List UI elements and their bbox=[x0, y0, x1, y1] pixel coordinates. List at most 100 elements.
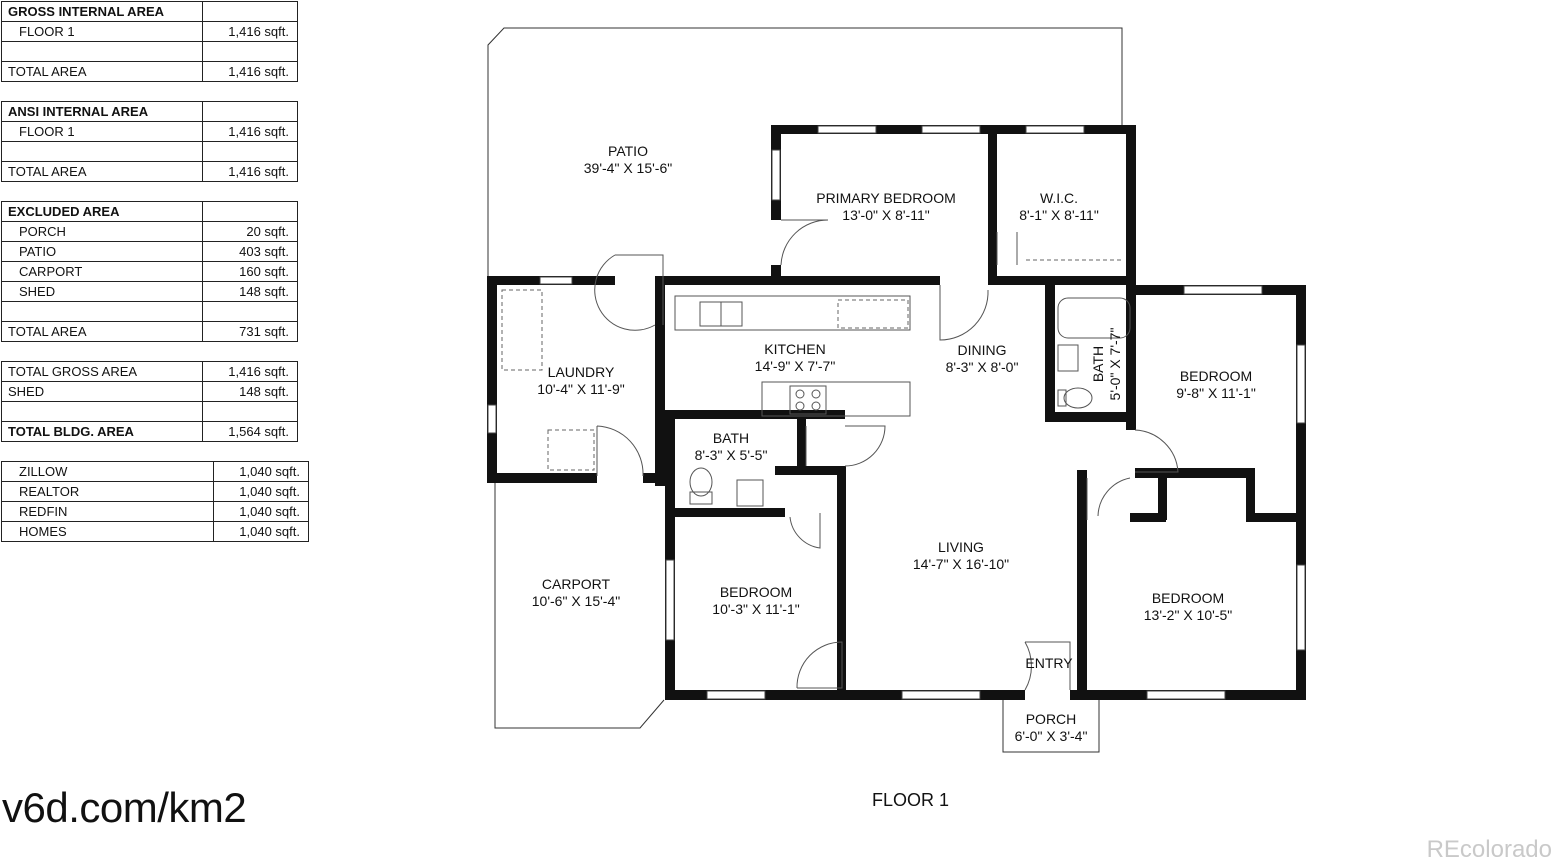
table-header: ANSI INTERNAL AREA bbox=[1, 101, 203, 122]
wall bbox=[487, 276, 497, 480]
table-cell-value: 160 sqft. bbox=[202, 261, 298, 282]
room-label-wic: W.I.C. bbox=[1040, 190, 1078, 206]
wall bbox=[1126, 285, 1136, 430]
door-swing bbox=[1086, 477, 1131, 520]
washer-dryer bbox=[547, 429, 595, 471]
patio-outline bbox=[487, 27, 1123, 278]
room-dims-primary-bedroom: 13'-0" X 8'-11" bbox=[842, 207, 929, 223]
window bbox=[1296, 344, 1306, 424]
room-dims-wic: 8'-1" X 8'-11" bbox=[1019, 207, 1099, 223]
table-cell-label: TOTAL AREA bbox=[1, 161, 203, 182]
room-labels: PATIO 39'-4" X 15'-6" PRIMARY BEDROOM 13… bbox=[532, 143, 1256, 744]
wall bbox=[1045, 285, 1055, 420]
table-cell-value: 1,416 sqft. bbox=[202, 61, 298, 82]
carport-outline bbox=[494, 480, 665, 729]
table-cell-label: TOTAL BLDG. AREA bbox=[1, 421, 203, 442]
table-cell-label: SHED bbox=[1, 381, 203, 402]
stove bbox=[789, 385, 827, 415]
room-dims-dining: 8'-3" X 8'-0" bbox=[946, 359, 1019, 375]
door-swing bbox=[996, 232, 1018, 265]
table-cell-value: 1,416 sqft. bbox=[202, 361, 298, 382]
laundry-cabinet bbox=[501, 289, 543, 371]
wall bbox=[665, 410, 675, 700]
wall bbox=[1246, 513, 1304, 522]
door-swing bbox=[805, 425, 886, 467]
wall bbox=[1135, 468, 1255, 478]
short-url: v6d.com/km2 bbox=[2, 784, 247, 831]
bath-sink bbox=[736, 479, 764, 507]
room-label-bedroom-center: BEDROOM bbox=[720, 584, 792, 600]
room-dims-laundry: 10'-4" X 11'-9" bbox=[537, 381, 624, 397]
window bbox=[1183, 285, 1263, 295]
table-cell-value: 1,564 sqft. bbox=[202, 421, 298, 442]
wall bbox=[1077, 470, 1087, 698]
table-cell-label: TOTAL AREA bbox=[1, 61, 203, 82]
wall bbox=[797, 419, 806, 474]
wall bbox=[643, 473, 665, 483]
window bbox=[487, 404, 497, 434]
wall bbox=[837, 466, 846, 698]
wall bbox=[487, 473, 597, 483]
window bbox=[1146, 690, 1226, 700]
wall-south bbox=[665, 690, 1025, 700]
room-dims-bath-east: 5'-0" X 7'-7" bbox=[1107, 328, 1123, 401]
door-swing bbox=[789, 513, 821, 549]
window bbox=[817, 125, 877, 134]
wall bbox=[988, 276, 1128, 285]
room-label-patio: PATIO bbox=[608, 143, 648, 159]
wall-east bbox=[1296, 285, 1306, 700]
room-label-bath-center: BATH bbox=[713, 430, 749, 446]
room-label-laundry: LAUNDRY bbox=[548, 364, 615, 380]
toilet bbox=[689, 467, 713, 497]
table-cell-value: 1,416 sqft. bbox=[202, 121, 298, 142]
room-label-carport: CARPORT bbox=[542, 576, 611, 592]
room-label-kitchen: KITCHEN bbox=[764, 341, 825, 357]
room-label-porch: PORCH bbox=[1026, 711, 1077, 727]
window bbox=[706, 690, 766, 700]
room-dims-porch: 6'-0" X 3'-4" bbox=[1015, 728, 1088, 744]
windows bbox=[487, 125, 1306, 700]
kitchen-island bbox=[761, 381, 911, 417]
table-cell-value: 731 sqft. bbox=[202, 321, 298, 342]
room-label-bedroom-east: BEDROOM bbox=[1180, 368, 1252, 384]
bathtub bbox=[1057, 297, 1131, 339]
table-cell-value: 1,040 sqft. bbox=[213, 521, 309, 542]
wall bbox=[655, 276, 940, 285]
toilet bbox=[1063, 387, 1093, 409]
appliance bbox=[837, 299, 909, 329]
wall bbox=[775, 466, 845, 475]
room-label-bath-east: BATH bbox=[1090, 346, 1106, 382]
room-dims-bedroom-east: 9'-8" X 11'-1" bbox=[1176, 385, 1256, 401]
kitchen-counter bbox=[674, 295, 911, 331]
room-label-primary-bedroom: PRIMARY BEDROOM bbox=[816, 190, 956, 206]
wall bbox=[988, 134, 997, 284]
table-cell-value: 403 sqft. bbox=[202, 241, 298, 262]
room-dims-living: 14'-7" X 16'-10" bbox=[913, 556, 1009, 572]
watermark: REcolorado bbox=[1426, 836, 1552, 863]
room-dims-bedroom-center: 10'-3" X 11'-1" bbox=[712, 601, 799, 617]
table-cell-value: 148 sqft. bbox=[202, 381, 298, 402]
floor-label: FLOOR 1 bbox=[872, 790, 950, 810]
room-label-dining: DINING bbox=[958, 342, 1007, 358]
doors bbox=[594, 219, 1179, 691]
room-label-living: LIVING bbox=[938, 539, 984, 555]
porch-outline bbox=[1002, 700, 1100, 753]
wall bbox=[1045, 412, 1135, 422]
wall bbox=[771, 265, 781, 285]
window bbox=[901, 690, 981, 700]
wall bbox=[1158, 468, 1167, 520]
window bbox=[539, 276, 573, 285]
door-swing bbox=[596, 425, 644, 477]
door-swing bbox=[1024, 641, 1071, 691]
room-label-bedroom-south: BEDROOM bbox=[1152, 590, 1224, 606]
room-dims-patio: 39'-4" X 15'-6" bbox=[584, 160, 672, 176]
door-swing bbox=[939, 285, 989, 341]
fixtures bbox=[501, 259, 1131, 507]
window bbox=[1296, 564, 1306, 651]
window bbox=[771, 149, 781, 201]
